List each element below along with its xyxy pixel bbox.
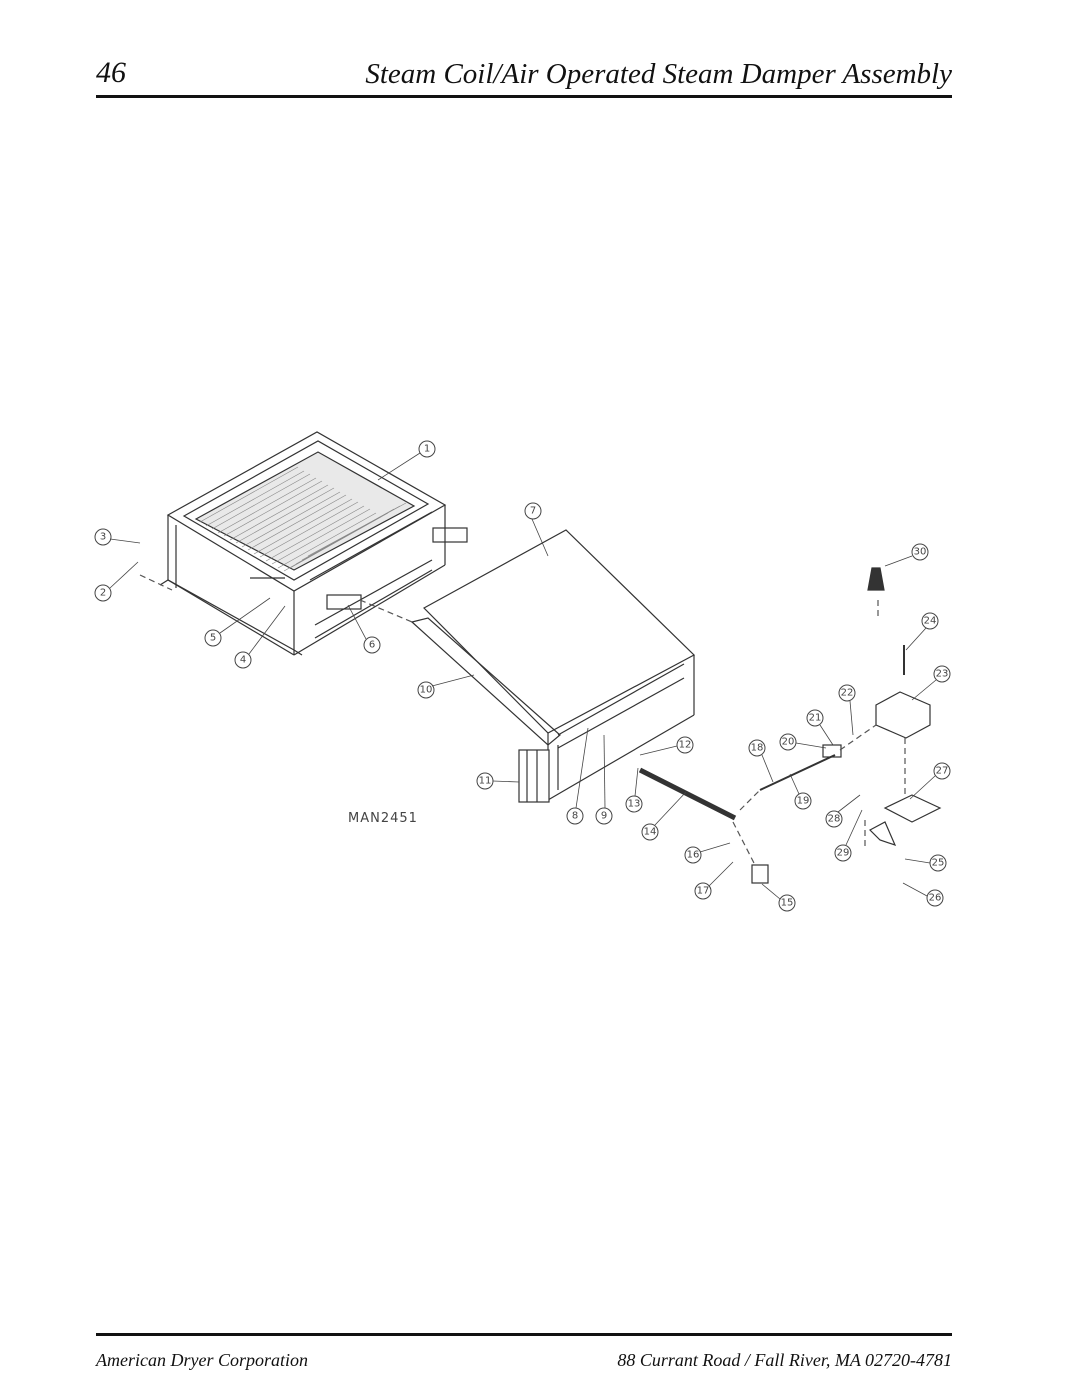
callout-28: 28: [828, 814, 841, 825]
footer-company: American Dryer Corporation: [96, 1350, 308, 1370]
callout-11: 11: [479, 776, 492, 787]
footer-address: 88 Currant Road / Fall River, MA 02720-4…: [617, 1350, 952, 1370]
callout-2: 2: [100, 588, 106, 599]
page-title: Steam Coil/Air Operated Steam Damper Ass…: [365, 58, 952, 90]
callout-22: 22: [841, 688, 854, 699]
footer-rule: [96, 1333, 952, 1336]
callout-1: 1: [424, 444, 430, 455]
callout-10: 10: [420, 685, 433, 696]
callout-19: 19: [797, 796, 810, 807]
callout-30: 30: [914, 547, 927, 558]
callout-27: 27: [936, 766, 949, 777]
callout-29: 29: [837, 848, 850, 859]
callout-14: 14: [644, 827, 657, 838]
header-rule: [96, 95, 952, 98]
callout-9: 9: [601, 811, 607, 822]
callout-17: 17: [697, 886, 710, 897]
callout-15: 15: [781, 898, 794, 909]
callout-25: 25: [932, 858, 945, 869]
callout-13: 13: [628, 799, 641, 810]
callout-3: 3: [100, 532, 106, 543]
callout-7: 7: [530, 506, 536, 517]
callout-20: 20: [782, 737, 795, 748]
callout-26: 26: [929, 893, 942, 904]
page-number: 46: [96, 56, 126, 89]
drawing-number: MAN2451: [348, 811, 418, 826]
callout-4: 4: [240, 655, 246, 666]
steam-coil: [159, 431, 447, 656]
callout-16: 16: [687, 850, 700, 861]
damper-housing: [410, 529, 696, 801]
callout-23: 23: [936, 669, 949, 680]
callout-24: 24: [924, 616, 937, 627]
callout-balloons: [94, 440, 951, 912]
callout-8: 8: [572, 811, 578, 822]
callout-12: 12: [679, 740, 692, 751]
callout-6: 6: [369, 640, 375, 651]
callout-21: 21: [809, 713, 822, 724]
callout-5: 5: [210, 633, 216, 644]
callout-18: 18: [751, 743, 764, 754]
